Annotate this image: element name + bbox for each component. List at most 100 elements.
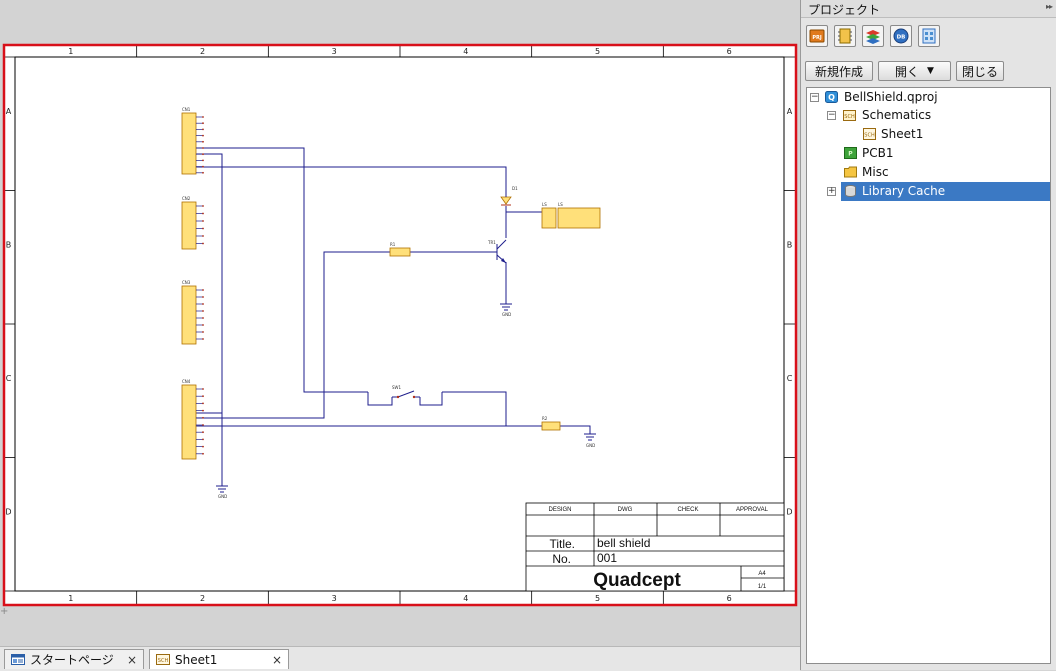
row-label-left: C [6, 374, 12, 383]
library-tab-icon[interactable] [918, 25, 940, 47]
tree-node-project-label: BellShield.qproj [844, 88, 938, 107]
svg-text:SCH: SCH [864, 133, 875, 139]
connector-pin-end [202, 317, 204, 319]
connector-pin-end [202, 166, 204, 168]
document-tab-bar: スタートページ × SCH Sheet1 × [0, 646, 800, 671]
column-label-top: 5 [595, 47, 600, 56]
tab-start-page[interactable]: スタートページ × [4, 649, 144, 669]
open-project-label: 開く [895, 63, 919, 80]
connector-pin-end [202, 220, 204, 222]
pcb-icon: P [844, 147, 857, 159]
row-label-left: D [5, 507, 11, 516]
connector-pin-end [202, 141, 204, 143]
schematic-sheet-icon: SCH [156, 654, 170, 665]
project-tree[interactable]: − Q BellShield.qproj − SCH Schematics SC… [806, 87, 1051, 664]
tab-sheet1[interactable]: SCH Sheet1 × [149, 649, 289, 669]
column-label-bottom: 5 [595, 594, 600, 603]
connector-pin-end [202, 424, 204, 426]
connector-pin-end [202, 122, 204, 124]
project-tab-icon[interactable]: PRJ [806, 25, 828, 47]
layers-tab-icon[interactable] [862, 25, 884, 47]
connector-pin-end [202, 324, 204, 326]
connector-pin-end [202, 135, 204, 137]
column-label-top: 1 [68, 47, 73, 56]
tb-paper-size: A4 [758, 571, 766, 577]
connector-pin-end [202, 453, 204, 455]
tb-title-label: Title. [549, 537, 575, 551]
svg-text:DB: DB [897, 35, 906, 41]
column-label-bottom: 4 [463, 594, 468, 603]
tree-collapse-icon[interactable]: − [827, 111, 836, 120]
tb-no-value: 001 [597, 551, 617, 565]
connector-pin-end [202, 338, 204, 340]
connector-pin-end [202, 160, 204, 162]
svg-text:Q: Q [828, 93, 835, 102]
tb-approval-header: APPROVAL [736, 507, 769, 513]
column-label-bottom: 2 [200, 594, 205, 603]
gnd-label-3: GND [586, 443, 595, 448]
connector-pin-end [202, 289, 204, 291]
tree-node-library-cache[interactable]: + Library Cache [807, 182, 1050, 201]
schematic-sheet[interactable]: 123456 123456 ABCD ABCD CN1 [0, 0, 800, 646]
tab-sheet1-label: Sheet1 [175, 653, 270, 667]
column-label-bottom: 3 [332, 594, 337, 603]
project-panel: プロジェクト ▸▸ PRJ DB 新規作成 開く ▼ 閉じる − Q BellS… [800, 0, 1056, 670]
connector-pin-end [202, 243, 204, 245]
connector-pin-end [202, 172, 204, 174]
connector-pin-end [202, 116, 204, 118]
tree-node-schematics[interactable]: − SCH Schematics [807, 106, 1050, 125]
database-icon [844, 185, 857, 197]
connector-pin-end [202, 446, 204, 448]
row-label-right: B [787, 240, 793, 249]
connector-pin-end [202, 388, 204, 390]
tb-dwg-header: DWG [618, 507, 633, 513]
svg-text:SCH: SCH [844, 114, 855, 120]
connector-pin-end [202, 213, 204, 215]
column-label-bottom: 1 [68, 594, 73, 603]
tree-node-misc[interactable]: Misc [807, 163, 1050, 182]
tb-title-value: bell shield [597, 536, 650, 550]
schematic-canvas[interactable]: 123456 123456 ABCD ABCD CN1 [0, 0, 800, 646]
connector-pin-end [202, 403, 204, 405]
panel-collapse-icon[interactable]: ▸▸ [1046, 2, 1052, 11]
db-tab-icon[interactable]: DB [890, 25, 912, 47]
connector-pin-end [202, 129, 204, 131]
schematic-folder-icon: SCH [843, 109, 856, 121]
canvas-origin-mark: + [0, 606, 8, 617]
panel-title: プロジェクト [808, 1, 880, 18]
bell-label-b: LS [558, 202, 563, 207]
tree-node-pcb1-label: PCB1 [862, 144, 893, 163]
transistor-tr1-label: TR1 [487, 240, 496, 245]
close-project-button[interactable]: 閉じる [956, 61, 1004, 81]
tree-expand-icon[interactable]: + [827, 187, 836, 196]
tb-design-header: DESIGN [548, 507, 571, 513]
connector-pin-end [202, 417, 204, 419]
tab-sheet1-close-icon[interactable]: × [270, 653, 284, 667]
connector-cn2-label: CN2 [182, 196, 191, 201]
connector-pin-end [202, 395, 204, 397]
tree-node-misc-label: Misc [862, 163, 889, 182]
column-label-top: 3 [332, 47, 337, 56]
tree-node-project[interactable]: − Q BellShield.qproj [807, 88, 1050, 107]
tb-company-name: Quadcept [593, 570, 681, 591]
connector-pin-end [202, 228, 204, 230]
resistor-r1-label: R1 [390, 242, 396, 247]
folder-icon [844, 166, 857, 178]
tree-node-selection: Library Cache [841, 182, 1050, 201]
tb-no-label: No. [552, 552, 571, 566]
tree-collapse-icon[interactable]: − [810, 93, 819, 102]
connector-pin-end [202, 205, 204, 207]
chevron-down-icon: ▼ [927, 66, 934, 76]
parts-tab-icon[interactable] [834, 25, 856, 47]
connector-pin-end [202, 235, 204, 237]
tree-node-sheet1[interactable]: SCH Sheet1 [807, 125, 1050, 144]
connector-pin-end [202, 153, 204, 155]
tree-node-pcb1[interactable]: P PCB1 [807, 144, 1050, 163]
tab-start-page-close-icon[interactable]: × [125, 653, 139, 667]
open-project-button[interactable]: 開く ▼ [878, 61, 951, 81]
resistor-r2-label: R2 [542, 416, 548, 421]
connector-cn3-label: CN3 [182, 280, 191, 285]
column-label-top: 4 [463, 47, 468, 56]
connector-pin-end [202, 431, 204, 433]
new-project-button[interactable]: 新規作成 [805, 61, 873, 81]
